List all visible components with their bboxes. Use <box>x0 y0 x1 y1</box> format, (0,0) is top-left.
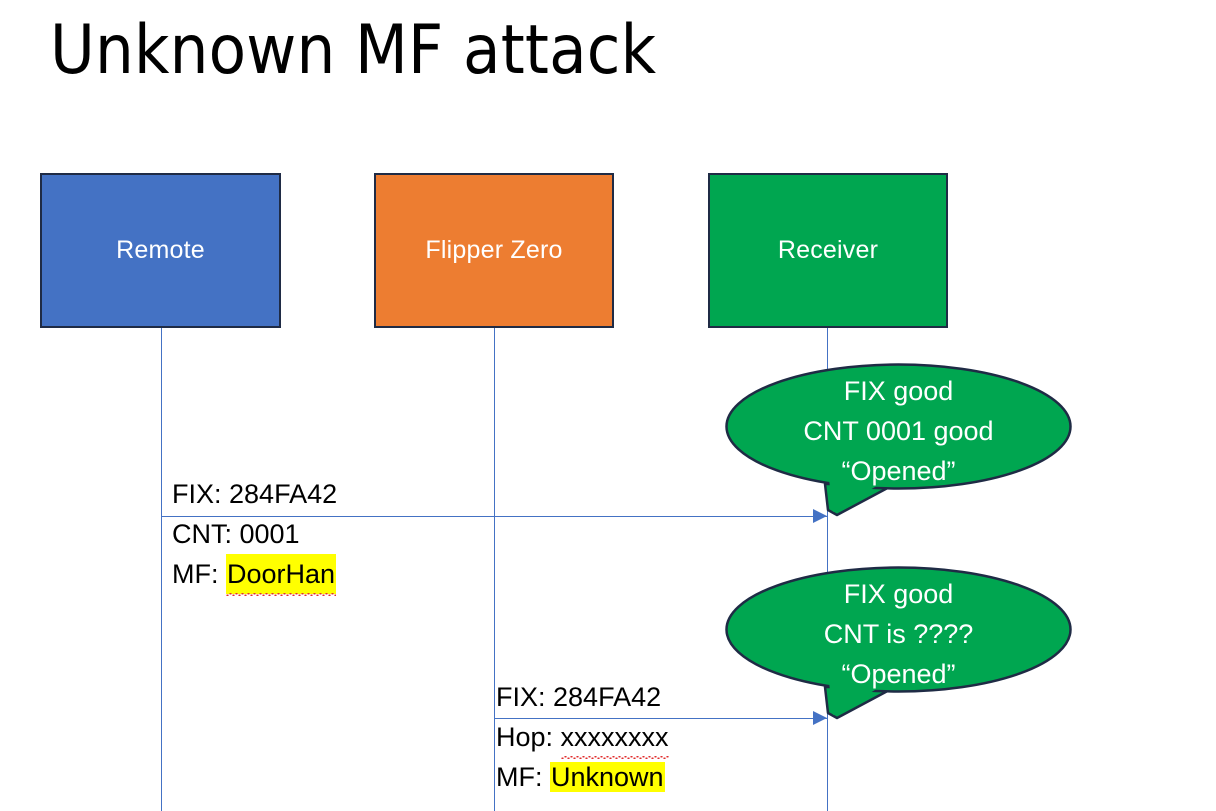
message-1-prefix-mf: MF: <box>172 559 226 589</box>
message-1-value-fix: 284FA42 <box>229 479 338 509</box>
actor-label-flipper: Flipper Zero <box>425 236 563 264</box>
speech-bubble-2-line-3: “Opened” <box>841 659 956 689</box>
message-label-1-line-2: CNT: 0001 <box>172 514 337 554</box>
actor-box-flipper[interactable]: Flipper Zero <box>374 173 614 328</box>
speech-bubble-1-shape <box>725 363 1072 517</box>
actor-box-receiver[interactable]: Receiver <box>708 173 948 328</box>
message-2-prefix-fix: FIX: <box>496 682 554 712</box>
speech-bubble-2-line-2: CNT is ???? <box>823 619 974 649</box>
message-label-2: FIX: 284FA42 Hop: xxxxxxxx MF: Unknown <box>496 677 669 797</box>
message-2-prefix-hop: Hop: <box>496 722 561 752</box>
lifeline-remote <box>161 328 162 811</box>
speech-bubble-1: FIX good CNT 0001 good “Opened” <box>725 363 1072 523</box>
message-label-1-line-1: FIX: 284FA42 <box>172 474 337 514</box>
actor-box-remote[interactable]: Remote <box>40 173 281 328</box>
message-label-1-line-3: MF: DoorHan <box>172 554 337 596</box>
speech-bubble-1-line-1: FIX good <box>843 376 954 406</box>
message-1-prefix-fix: FIX: <box>172 479 230 509</box>
speech-bubble-2-line-1: FIX good <box>843 579 954 609</box>
page-title: Unknown MF attack <box>50 11 657 90</box>
message-2-prefix-mf: MF: <box>496 762 550 792</box>
message-1-value-mf: DoorHan <box>226 554 337 596</box>
message-2-value-mf: Unknown <box>550 762 665 792</box>
lifeline-receiver <box>827 328 828 811</box>
lifeline-flipper <box>494 328 495 811</box>
message-arrow-1-line <box>161 516 827 517</box>
speech-bubble-1-line-3: “Opened” <box>841 456 956 486</box>
message-1-value-cnt: 0001 <box>239 519 300 549</box>
speech-bubble-2-text: FIX good CNT is ???? “Opened” <box>725 574 1072 694</box>
message-2-value-fix: 284FA42 <box>553 682 662 712</box>
speech-bubble-1-line-2: CNT 0001 good <box>803 416 994 446</box>
message-arrow-2-head <box>813 711 827 725</box>
speech-bubble-2: FIX good CNT is ???? “Opened” <box>725 566 1072 726</box>
message-2-value-hop: xxxxxxxx <box>560 717 669 759</box>
message-arrow-2-line <box>494 718 827 719</box>
message-label-2-line-1: FIX: 284FA42 <box>496 677 669 717</box>
speech-bubble-1-text: FIX good CNT 0001 good “Opened” <box>725 371 1072 491</box>
message-label-1: FIX: 284FA42 CNT: 0001 MF: DoorHan <box>172 474 337 596</box>
message-label-2-line-3: MF: Unknown <box>496 757 669 797</box>
actor-label-remote: Remote <box>116 236 205 264</box>
message-label-2-line-2: Hop: xxxxxxxx <box>496 717 669 759</box>
message-arrow-1-head <box>813 509 827 523</box>
message-1-prefix-cnt: CNT: <box>172 519 240 549</box>
actor-label-receiver: Receiver <box>777 236 879 264</box>
speech-bubble-2-shape <box>725 566 1072 720</box>
